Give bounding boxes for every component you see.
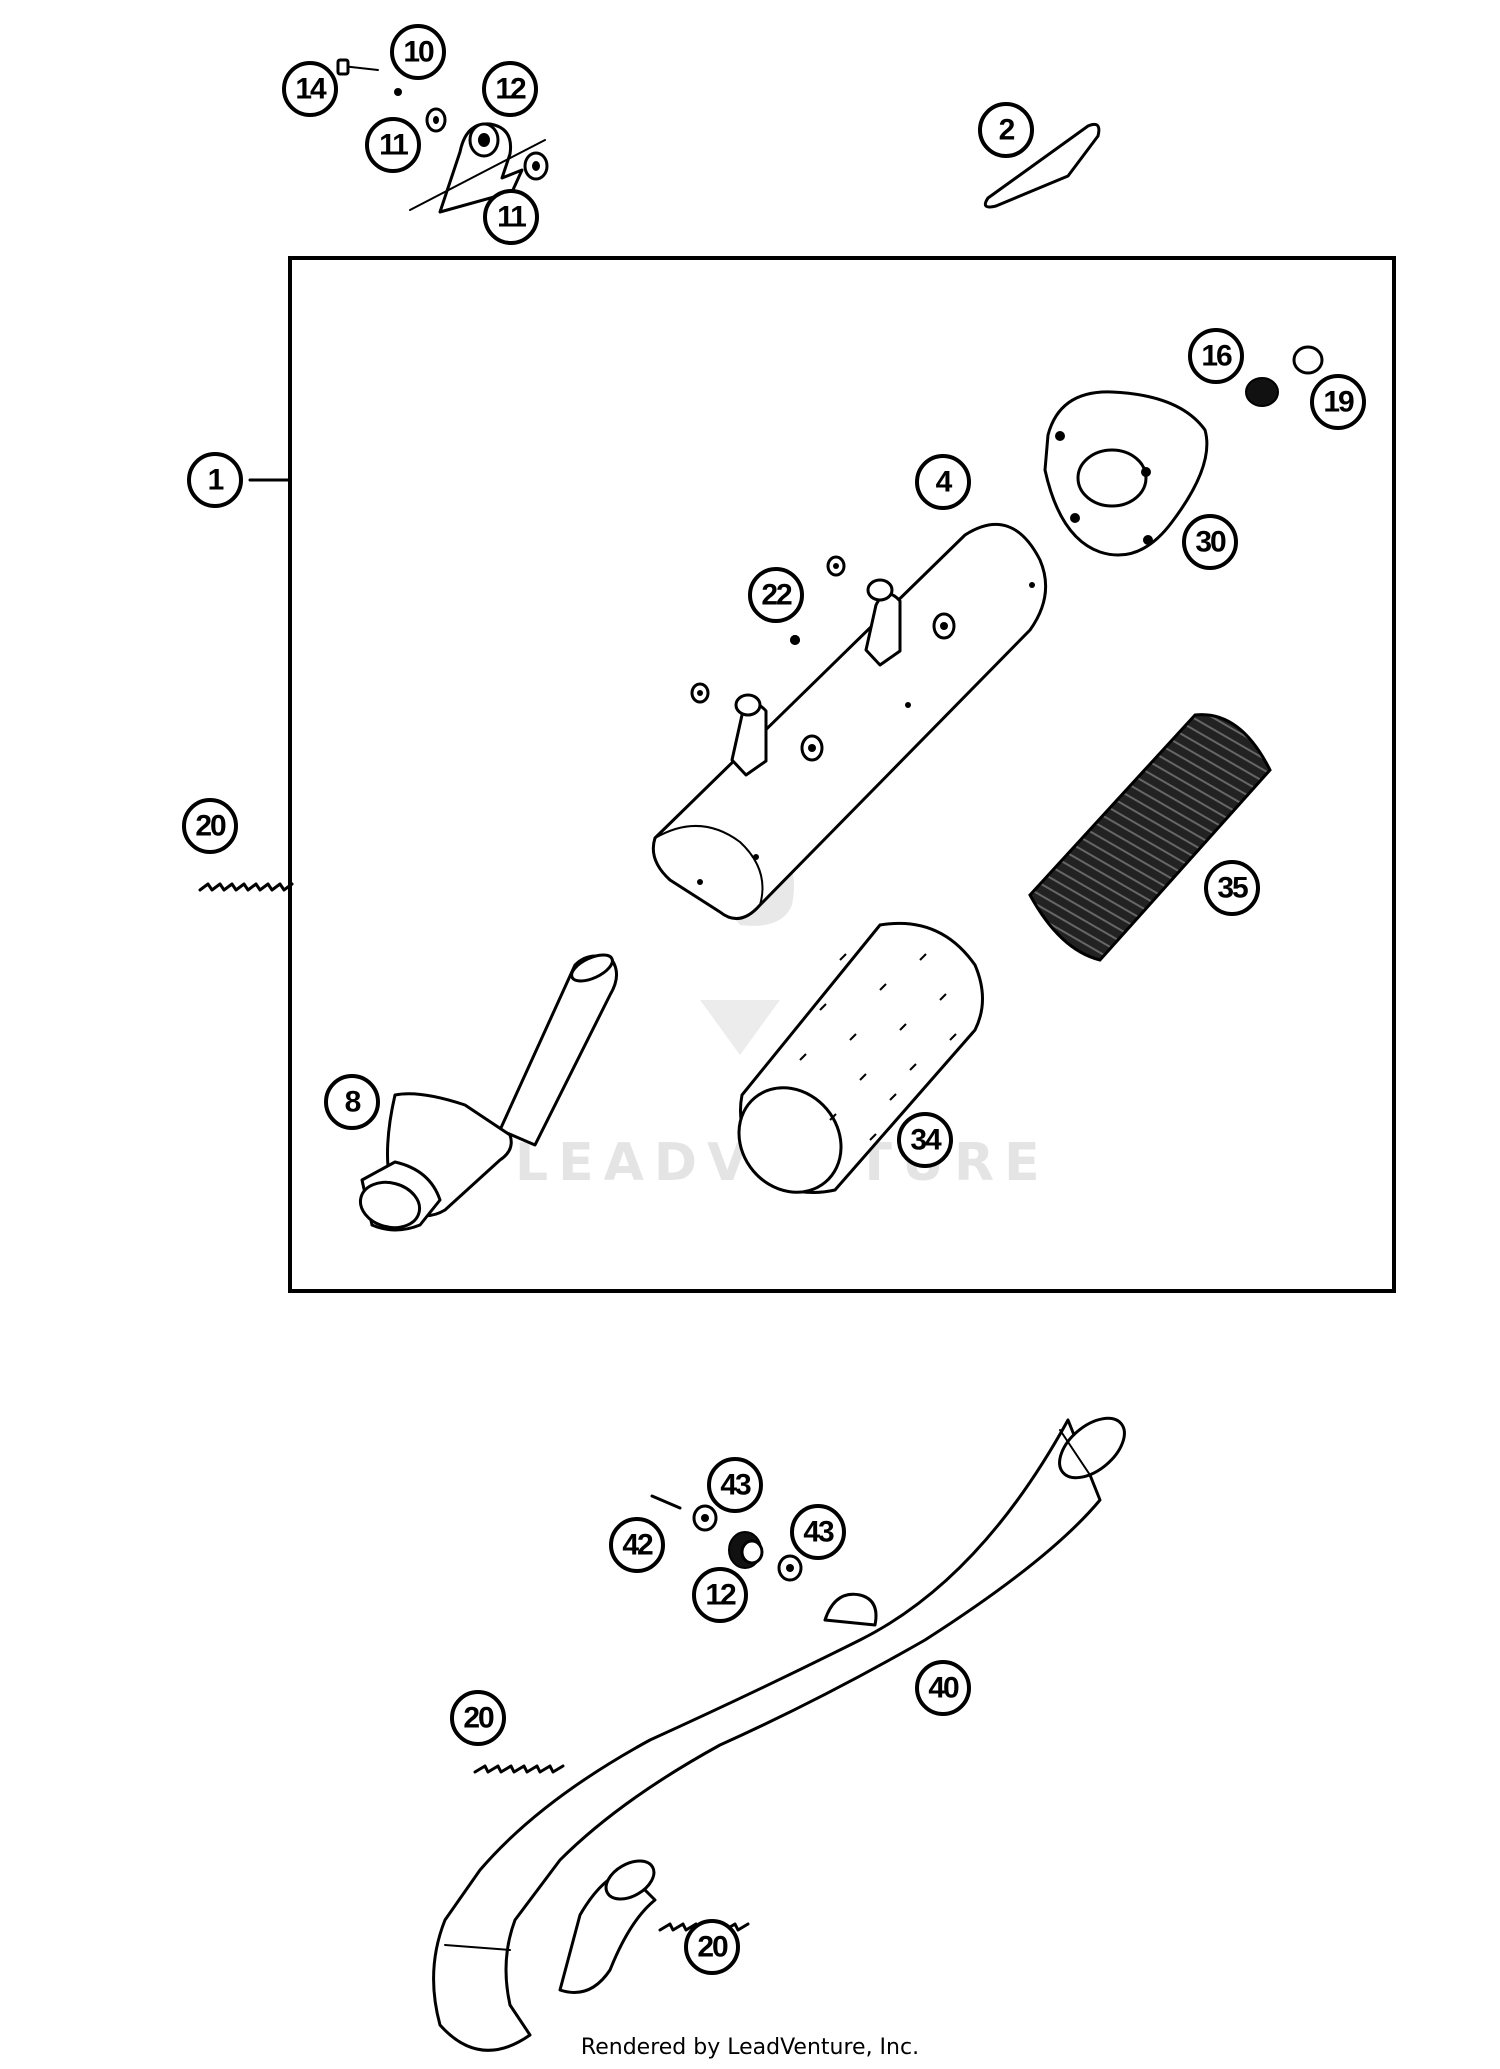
svg-text:10: 10 — [403, 36, 434, 69]
callout-19: 19 — [1310, 374, 1366, 430]
callout-4: 4 — [915, 454, 971, 510]
mounting-bracket-assembly — [336, 58, 549, 214]
footer-credit: Rendered by LeadVenture, Inc. — [580, 2035, 920, 2060]
callout-2: 2 — [978, 102, 1034, 158]
perforated-core — [737, 921, 984, 1194]
callout-20: 20 — [182, 798, 238, 854]
svg-text:30: 30 — [1195, 526, 1226, 559]
inner-pipe — [358, 953, 618, 1232]
callout-40: 40 — [915, 1660, 971, 1716]
svg-text:34: 34 — [910, 1124, 942, 1157]
callout-11: 11 — [365, 117, 421, 173]
svg-text:40: 40 — [928, 1672, 959, 1705]
silencer-body — [651, 522, 1048, 921]
svg-text:4: 4 — [936, 466, 953, 499]
callout-1: 1 — [187, 452, 243, 508]
svg-text:16: 16 — [1201, 340, 1232, 373]
svg-text:22: 22 — [761, 579, 792, 612]
callout-43: 43 — [707, 1457, 763, 1513]
svg-text:20: 20 — [697, 1931, 728, 1964]
packing-mesh — [1028, 713, 1272, 962]
svg-text:20: 20 — [195, 810, 226, 843]
svg-text:14: 14 — [295, 73, 327, 106]
callout-11: 11 — [483, 189, 539, 245]
sleeve-ring — [1292, 345, 1324, 375]
callout-42: 42 — [609, 1517, 665, 1573]
header-pipe — [432, 1416, 1126, 2052]
callout-22: 22 — [748, 567, 804, 623]
svg-text:11: 11 — [497, 201, 526, 234]
svg-text:12: 12 — [495, 73, 526, 106]
grommet — [1245, 377, 1279, 407]
callout-30: 30 — [1182, 514, 1238, 570]
svg-text:19: 19 — [1323, 386, 1354, 419]
svg-text:43: 43 — [803, 1516, 834, 1549]
callout-8: 8 — [324, 1074, 380, 1130]
svg-text:8: 8 — [345, 1086, 361, 1119]
svg-text:43: 43 — [720, 1469, 751, 1502]
svg-text:35: 35 — [1217, 872, 1248, 905]
svg-text:1: 1 — [208, 464, 224, 497]
callout-43: 43 — [790, 1504, 846, 1560]
callout-34: 34 — [897, 1112, 953, 1168]
callout-12: 12 — [482, 61, 538, 117]
svg-text:12: 12 — [705, 1579, 736, 1612]
small-screw — [790, 635, 800, 645]
header-bracket-hardware — [650, 1494, 803, 1582]
callout-14: 14 — [282, 61, 338, 117]
callout-16: 16 — [1188, 328, 1244, 384]
callout-20: 20 — [450, 1690, 506, 1746]
silencer-end-cap — [1043, 390, 1209, 557]
exhaust-spring — [473, 1764, 565, 1774]
callout-12: 12 — [692, 1567, 748, 1623]
exhaust-spring — [198, 882, 294, 892]
svg-text:42: 42 — [622, 1529, 653, 1562]
svg-text:20: 20 — [463, 1702, 494, 1735]
callout-35: 35 — [1204, 860, 1260, 916]
svg-text:2: 2 — [999, 114, 1015, 147]
svg-text:11: 11 — [379, 129, 408, 162]
callout-20: 20 — [684, 1919, 740, 1975]
silencer-assembly-frame — [248, 256, 1396, 1293]
callout-10: 10 — [390, 24, 446, 80]
heat-shield-strip — [983, 122, 1101, 209]
